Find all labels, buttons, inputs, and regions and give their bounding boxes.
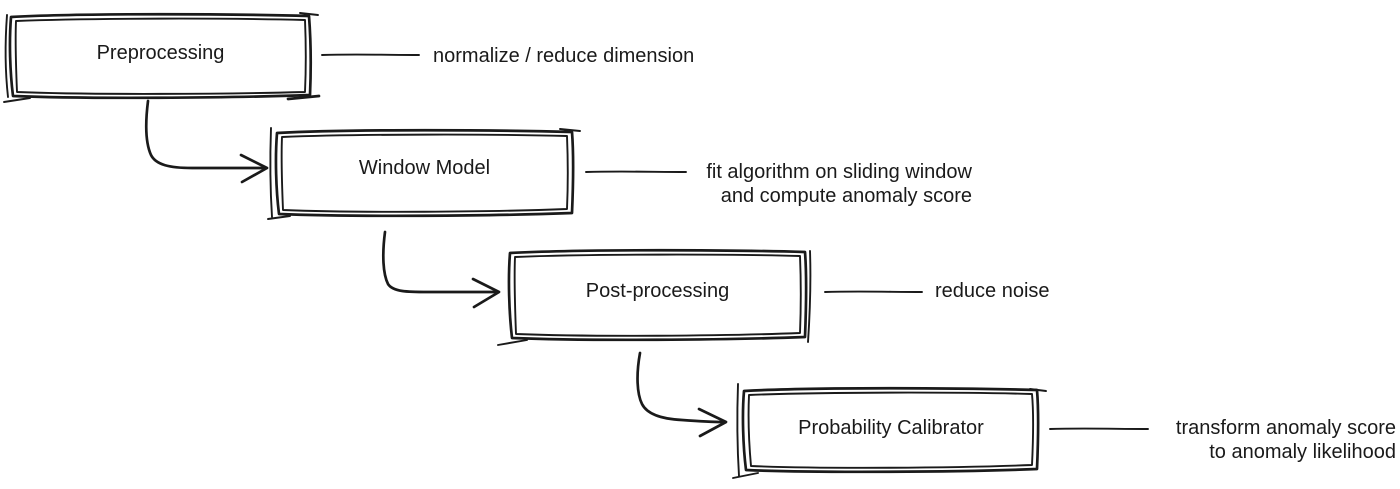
window-model-label: Window Model [358,157,491,179]
arrow-preprocessing-to-window-model [144,99,269,184]
window-model-annotation: fit algorithm on sliding window and comp… [706,161,972,207]
post-processing-label: Post-processing [585,280,730,302]
preprocessing-box [3,12,321,103]
probability-calibrator-annotation: transform anomaly score to anomaly likel… [1175,417,1396,463]
probability-calibrator-label: Probability Calibrator [798,417,984,439]
arrowhead-icon [697,407,728,438]
arrowhead-icon [239,153,269,184]
window-model-box [267,127,581,220]
arrow-window-model-to-post-processing [381,230,501,309]
preprocessing-annotation: normalize / reduce dimension [433,45,695,67]
probability-calibrator-box [732,383,1047,479]
arrow-post-processing-to-probability-calibrator [636,351,728,438]
post-processing-box [497,248,812,346]
post-processing-annotation: reduce noise [935,280,1050,302]
arrowhead-icon [471,277,501,309]
preprocessing-label: Preprocessing [96,42,225,64]
